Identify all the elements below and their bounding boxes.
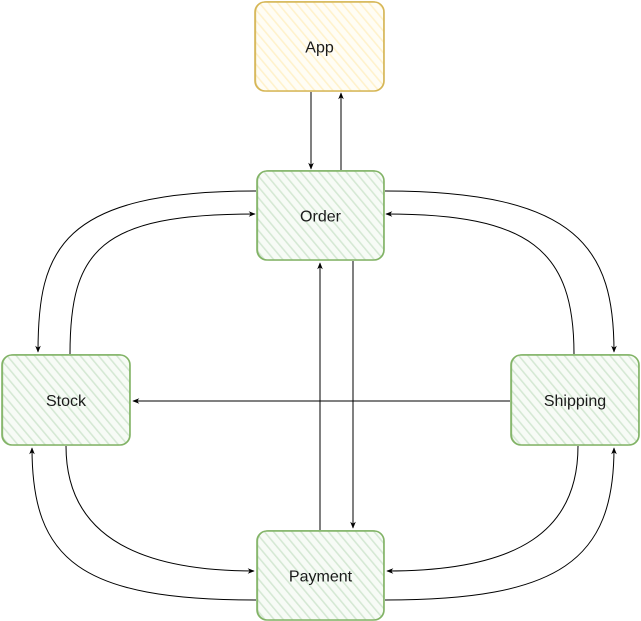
node-order-label: Order: [300, 209, 342, 226]
node-shipping-box-sketch: [511, 353, 639, 446]
node-stock-box-sketch: [2, 353, 131, 446]
node-order-box-sketch: [257, 169, 384, 261]
node-payment-box-sketch: [257, 530, 384, 621]
node-app-box-sketch: [255, 0, 385, 92]
node-order[interactable]: Order: [256, 169, 385, 261]
node-app[interactable]: App: [254, 0, 385, 92]
node-payment-label: Payment: [289, 569, 353, 586]
edge-stock-to-order: [69, 211, 256, 355]
edges-layer: [29, 92, 617, 601]
node-payment[interactable]: Payment: [256, 530, 385, 621]
edge-shipping-to-order: [385, 211, 575, 355]
edge-payment-to-shipping: [384, 447, 617, 601]
node-stock[interactable]: Stock: [1, 353, 131, 446]
edge-stock-to-payment: [65, 445, 255, 574]
node-shipping[interactable]: Shipping: [510, 353, 640, 446]
edge-payment-to-stock: [29, 447, 257, 601]
edge-shipping-to-payment: [386, 445, 579, 574]
node-stock-label: Stock: [46, 393, 87, 410]
node-shipping-label: Shipping: [544, 393, 606, 410]
edge-order-to-shipping: [384, 190, 617, 353]
node-app-label: App: [305, 40, 334, 57]
edge-order-to-stock: [35, 190, 257, 353]
